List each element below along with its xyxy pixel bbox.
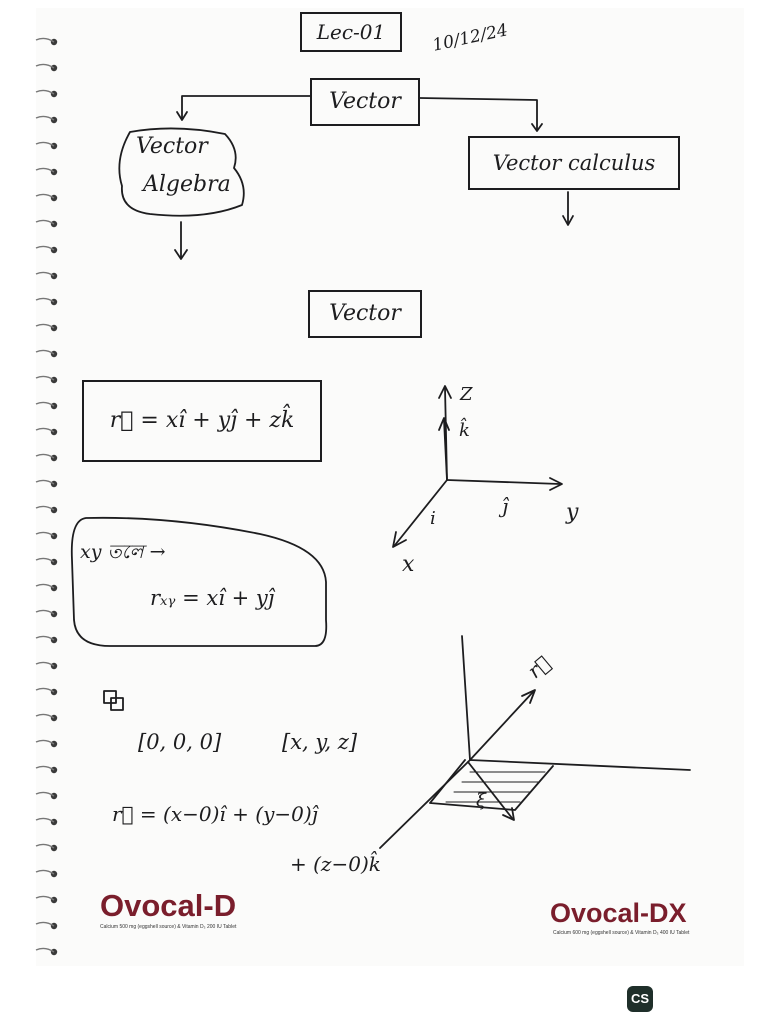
vector-algebra-label-1: Vector xyxy=(136,134,208,159)
binder-ring xyxy=(35,141,55,147)
binder-ring xyxy=(35,583,55,589)
binder-ring xyxy=(35,427,55,433)
binder-ring xyxy=(35,167,55,173)
binder-ring xyxy=(35,297,55,303)
xy-plane-label: xy তলে → xyxy=(80,541,166,563)
binder-ring xyxy=(35,713,55,719)
binder-ring xyxy=(35,219,55,225)
brand-left-sub: Calcium 500 mg (eggshell source) & Vitam… xyxy=(100,924,237,930)
vector-calculus-box: Vector calculus xyxy=(468,136,680,190)
binder-ring xyxy=(35,817,55,823)
binder-ring xyxy=(35,37,55,43)
xi-label: ξ xyxy=(476,790,486,811)
j-hat-label: ĵ xyxy=(502,494,509,518)
binder-ring xyxy=(35,401,55,407)
binder-ring xyxy=(35,453,55,459)
binder-ring xyxy=(35,531,55,537)
binder-ring xyxy=(35,479,55,485)
binder-ring xyxy=(35,921,55,927)
binder-ring xyxy=(35,739,55,745)
binder-ring xyxy=(35,349,55,355)
brand-left-name: Ovocal-D xyxy=(100,888,237,923)
binder-ring xyxy=(35,895,55,901)
binder-ring xyxy=(35,505,55,511)
spiral-binder xyxy=(35,37,58,956)
binder-ring xyxy=(35,609,55,615)
binder-ring xyxy=(35,323,55,329)
binder-ring xyxy=(35,869,55,875)
binder-ring xyxy=(35,947,55,953)
binder-ring xyxy=(35,193,55,199)
i-hat-label: i xyxy=(430,508,436,529)
brand-right-name: Ovocal-DX xyxy=(550,898,687,928)
lecture-box: Lec-01 xyxy=(300,12,402,52)
notebook-page xyxy=(36,8,744,966)
camscanner-icon: CS xyxy=(627,986,653,1012)
xy-vector-equation: rₓᵧ = xî + yĵ xyxy=(150,586,275,610)
vector-algebra-label-2: Algebra xyxy=(143,172,231,197)
binder-ring xyxy=(35,63,55,69)
position-vector-box: r⃗ = xî + yĵ + zk̂ xyxy=(82,380,322,462)
binder-ring xyxy=(35,375,55,381)
difference-equation-1: r⃗ = (x−0)î + (y−0)ĵ xyxy=(112,802,318,826)
origin-coordinates: [0, 0, 0] xyxy=(138,730,222,754)
binder-ring xyxy=(35,89,55,95)
x-axis-label: x xyxy=(402,552,415,577)
binder-ring xyxy=(35,687,55,693)
y-axis-label: y xyxy=(566,500,579,525)
section-title-box: Vector xyxy=(308,290,422,338)
binder-ring xyxy=(35,791,55,797)
point-coordinates: [x, y, z] xyxy=(282,730,358,754)
binder-ring xyxy=(35,115,55,121)
binder-ring xyxy=(35,245,55,251)
binder-ring xyxy=(35,635,55,641)
binder-ring xyxy=(35,661,55,667)
z-axis-label: Z xyxy=(460,384,473,405)
binder-ring xyxy=(35,765,55,771)
k-hat-label: k̂ xyxy=(459,420,470,441)
binder-ring xyxy=(35,843,55,849)
difference-equation-2: + (z−0)k̂ xyxy=(290,852,381,876)
brand-right-sub: Calcium 600 mg (eggshell source) & Vitam… xyxy=(553,930,690,936)
binder-ring xyxy=(35,271,55,277)
mindmap-root-box: Vector xyxy=(310,78,420,126)
binder-ring xyxy=(35,557,55,563)
